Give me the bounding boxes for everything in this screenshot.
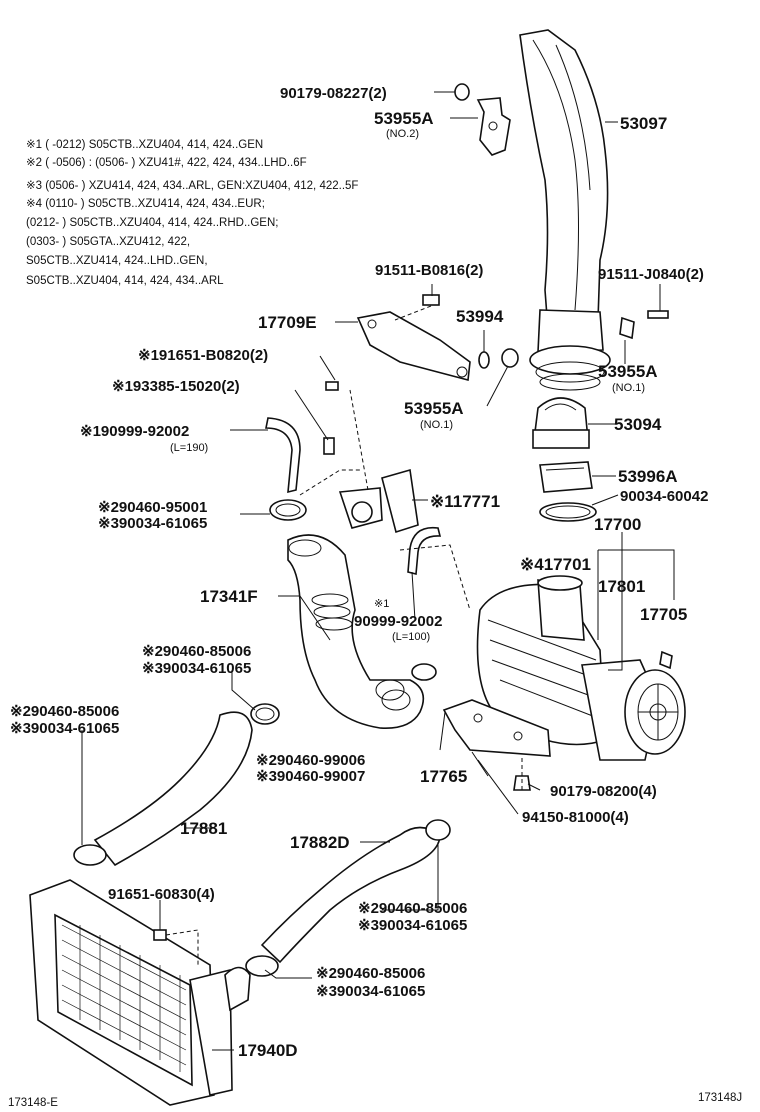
note-line-5: (0212- ) S05CTB..XZU404, 414, 424..RHD..…: [26, 217, 278, 229]
label-53955a-no2-sub: (NO.2): [386, 128, 419, 140]
note-line-6: (0303- ) S05GTA..XZU412, 422,: [26, 236, 190, 248]
hose-90999-92002-top-drawing: [265, 381, 339, 494]
label-17709e: 17709E: [258, 313, 317, 332]
label-53994: 53994: [456, 307, 504, 326]
label-90460-95001: ※290460-95001: [98, 499, 207, 516]
clamp-90034-60042-drawing: [539, 502, 597, 522]
label-17801: 17801: [598, 577, 645, 596]
bracket-17709e-drawing: [356, 294, 471, 382]
part-labels: 90179-08227(2) 53955A (NO.2) 53097 91511…: [10, 85, 708, 1060]
label-17940d: 17940D: [238, 1041, 298, 1060]
label-90460-85006-a: ※290460-85006: [142, 643, 251, 660]
hose-17341f-drawing: [287, 534, 437, 729]
note-line-1: ※1 ( -0212) S05CTB..XZU404, 414, 424..GE…: [26, 139, 263, 151]
clamp-90460-95001-drawing: [269, 499, 307, 521]
label-53955a-right-sub: (NO.1): [612, 382, 645, 394]
label-90034-61065-b: ※390034-61065: [142, 660, 251, 677]
label-90034-61065-c: ※390034-61065: [10, 720, 119, 737]
label-90034-61065-e: ※390034-61065: [316, 983, 425, 1000]
label-17771: ※117771: [430, 492, 500, 511]
footer-code-right: 173148J: [698, 1092, 742, 1104]
label-93385-15020: ※193385-15020(2): [112, 378, 240, 395]
seal-53996a-drawing: [539, 461, 593, 493]
label-90034-61065-d: ※390034-61065: [358, 917, 467, 934]
bracket-17771-drawing: [338, 389, 419, 534]
label-53955a-right: 53955A: [598, 362, 658, 381]
label-17882d: 17882D: [290, 833, 350, 852]
leader-lines: [81, 91, 675, 1051]
label-90999-92002-mid: 90999-92002: [354, 613, 442, 630]
footer-code-left: 173148-E: [8, 1097, 58, 1109]
bracket-53955a-no2-drawing: [454, 83, 511, 156]
label-17881: 17881: [180, 819, 227, 838]
label-90460-85006-b: ※290460-85006: [10, 703, 119, 720]
label-90460-99007: ※390460-99007: [256, 768, 365, 785]
air-cleaner-17700-drawing: [476, 575, 686, 761]
label-90999-92002-top: ※190999-92002: [80, 423, 189, 440]
label-53955a-no2: 53955A: [374, 109, 434, 128]
note-line-3: ※3 (0506- ) XZU414, 424, 434..ARL, GEN:X…: [26, 180, 358, 192]
label-53955a-mid: 53955A: [404, 399, 464, 418]
intercooler-17940d-drawing: [29, 879, 251, 1106]
label-90460-85006-c: ※290460-85006: [358, 900, 467, 917]
label-17341f: 17341F: [200, 587, 258, 606]
bracket-17765-drawing: [442, 699, 551, 791]
label-90999-92002-mid-mark: ※1: [374, 598, 389, 610]
clamp-90460-85006-a-drawing: [250, 703, 280, 725]
label-53996a: 53996A: [618, 467, 678, 486]
hose-17881-drawing: [73, 711, 253, 867]
cap-53094-drawing: [532, 397, 590, 449]
washer-nut-53994-drawing: [478, 310, 669, 369]
label-90179-08227: 90179-08227(2): [280, 85, 387, 102]
label-91651-b0820: ※191651-B0820(2): [138, 347, 268, 364]
label-17700: 17700: [594, 515, 641, 534]
label-90034-60042: 90034-60042: [620, 488, 708, 505]
hose-17882d-drawing: [245, 819, 451, 977]
note-line-4: ※4 (0110- ) S05CTB..XZU414, 424, 434..EU…: [26, 198, 265, 210]
note-line-7: S05CTB..XZU414, 424..LHD..GEN,: [26, 255, 208, 267]
routing-dashed-lines: [299, 469, 471, 611]
label-90034-61065-a: ※390034-61065: [98, 515, 207, 532]
label-90999-92002-mid-sub: (L=100): [392, 631, 430, 643]
note-line-8: S05CTB..XZU404, 414, 424, 434..ARL: [26, 275, 224, 287]
snorkel-53097-drawing: [519, 29, 611, 391]
label-90179-08200: 90179-08200(4): [550, 783, 657, 800]
label-17705: 17705: [640, 605, 687, 624]
label-91511-j0840: 91511-J0840(2): [598, 266, 704, 283]
label-17765: 17765: [420, 767, 467, 786]
label-53094: 53094: [614, 415, 662, 434]
applicability-notes: ※1 ( -0212) S05CTB..XZU404, 414, 424..GE…: [26, 139, 358, 287]
note-line-2: ※2 ( -0506) : (0506- ) XZU41#, 422, 424,…: [26, 157, 307, 169]
label-53097: 53097: [620, 114, 667, 133]
label-94150-81000: 94150-81000(4): [522, 809, 629, 826]
label-53955a-mid-sub: (NO.1): [420, 419, 453, 431]
label-91651-60830: 91651-60830(4): [108, 886, 215, 903]
label-90999-92002-top-sub: (L=190): [170, 442, 208, 454]
hose-90999-92002-mid-drawing: [407, 526, 442, 576]
label-90460-99006: ※290460-99006: [256, 752, 365, 769]
label-17701: ※417701: [520, 555, 591, 574]
label-91511-b0816: 91511-B0816(2): [375, 262, 483, 279]
label-90460-85006-d: ※290460-85006: [316, 965, 425, 982]
